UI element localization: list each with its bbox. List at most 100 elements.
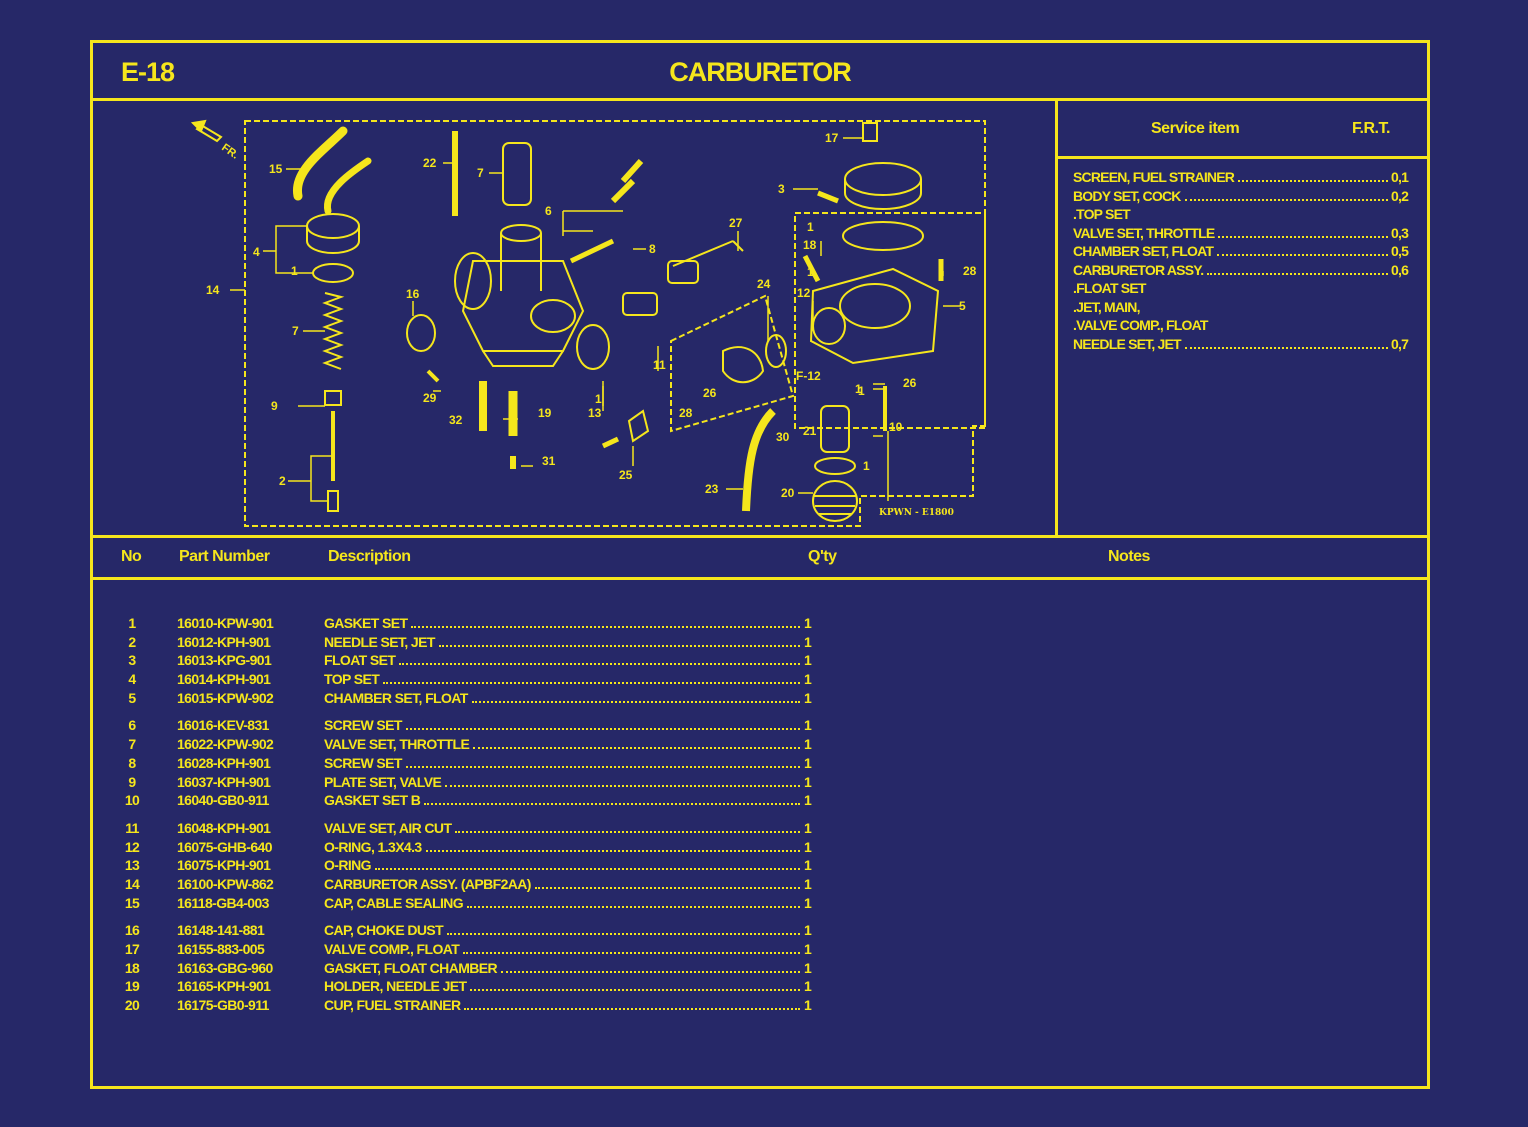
part-number: 16163-GBG-960 bbox=[177, 959, 273, 976]
col-description: Description bbox=[328, 548, 411, 565]
part-ref-no: 12 bbox=[124, 838, 140, 855]
service-row: BODY SET, COCK 0,2 bbox=[1073, 188, 1413, 207]
svg-text:KPWN - E1800: KPWN - E1800 bbox=[879, 508, 954, 518]
part-qty: 1 bbox=[804, 717, 812, 734]
leader-dots bbox=[411, 626, 800, 628]
svg-text:12: 12 bbox=[797, 286, 811, 300]
part-number: 16100-KPW-862 bbox=[177, 875, 274, 892]
part-description: GASKET, FLOAT CHAMBER bbox=[324, 959, 498, 976]
part-number: 16013-KPG-901 bbox=[177, 652, 272, 669]
part-description: PLATE SET, VALVE bbox=[324, 773, 442, 790]
part-description: CAP, CABLE SEALING bbox=[324, 894, 464, 911]
part-description: VALVE SET, AIR CUT bbox=[324, 819, 452, 836]
carburetor-body bbox=[454, 224, 585, 367]
screw-set bbox=[610, 158, 644, 204]
part-qty: 1 bbox=[804, 671, 812, 688]
valve-plate bbox=[324, 390, 342, 406]
service-row: CARBURETOR ASSY.0,6 bbox=[1073, 262, 1413, 281]
part-ref-no: 8 bbox=[128, 754, 136, 771]
svg-text:22: 22 bbox=[423, 156, 437, 170]
svg-text:1: 1 bbox=[291, 264, 298, 278]
part-ref-no: 16 bbox=[124, 922, 140, 939]
service-label: .FLOAT SET bbox=[1073, 280, 1146, 296]
part-ref-no: 11 bbox=[125, 819, 139, 836]
leader-dots bbox=[501, 970, 800, 973]
part-ref-no: 3 bbox=[128, 652, 136, 669]
part-qty: 1 bbox=[804, 875, 812, 892]
gasket-b bbox=[814, 457, 856, 475]
frt-value: 0,2 bbox=[1391, 187, 1409, 204]
part-qty: 1 bbox=[804, 615, 812, 631]
front-label: FR. bbox=[219, 142, 240, 162]
part-number: 16010-KPW-901 bbox=[177, 615, 274, 631]
cable-tube bbox=[324, 157, 372, 215]
cable-elbow bbox=[293, 126, 348, 201]
col-part-number: Part Number bbox=[179, 548, 270, 565]
leader-dots bbox=[383, 682, 800, 685]
service-item-panel: Service item F.R.T. SCREEN, FUEL STRAINE… bbox=[1058, 101, 1430, 538]
svg-text:21: 21 bbox=[803, 424, 817, 438]
part-number: 16075-GHB-640 bbox=[177, 838, 273, 855]
svg-text:1: 1 bbox=[855, 382, 862, 396]
part-description-cell: GASKET, FLOAT CHAMBER 1 bbox=[324, 960, 814, 976]
drain-tube bbox=[742, 408, 776, 512]
svg-text:6: 6 bbox=[545, 204, 552, 218]
leader-dots bbox=[463, 952, 800, 954]
part-description: CHAMBER SET, FLOAT bbox=[324, 689, 468, 706]
leader-dots bbox=[445, 784, 800, 787]
leader-dots bbox=[1207, 272, 1388, 275]
part-number: 16075-KPH-901 bbox=[177, 857, 271, 874]
part-number: 16040-GB0-911 bbox=[177, 792, 269, 809]
part-qty: 1 bbox=[804, 959, 812, 976]
svg-text:28: 28 bbox=[679, 406, 693, 420]
part-number: 16118-GB4-003 bbox=[177, 894, 269, 911]
leader-dots bbox=[534, 886, 800, 889]
throttle-valve bbox=[502, 142, 532, 206]
svg-text:7: 7 bbox=[477, 166, 484, 180]
part-ref-no: 1 bbox=[128, 615, 136, 631]
part-qty: 1 bbox=[804, 754, 812, 771]
part-qty: 1 bbox=[804, 736, 812, 753]
leader-lines bbox=[230, 137, 961, 502]
leader-dots bbox=[374, 868, 800, 871]
part-ref-no: 10 bbox=[124, 792, 140, 809]
exploded-diagram: FR. bbox=[93, 101, 1058, 538]
frt-value: 0,1 bbox=[1391, 169, 1409, 185]
float-needle bbox=[820, 405, 850, 453]
leader-dots bbox=[1217, 254, 1388, 256]
svg-text:2: 2 bbox=[279, 474, 286, 488]
air-cut-cover bbox=[722, 346, 765, 384]
part-description: CARBURETOR ASSY. (APBF2AA) bbox=[324, 875, 531, 892]
part-ref-no: 4 bbox=[128, 671, 136, 688]
page-code: E-18 bbox=[121, 57, 175, 87]
part-description: CAP, CHOKE DUST bbox=[324, 922, 444, 939]
svg-text:31: 31 bbox=[542, 454, 556, 468]
needle-clip bbox=[327, 490, 339, 512]
part-description: VALVE SET, THROTTLE bbox=[324, 736, 470, 753]
service-label: BODY SET, COCK bbox=[1073, 187, 1181, 204]
leader-dots bbox=[438, 644, 800, 647]
svg-text:5: 5 bbox=[959, 299, 966, 313]
part-description-cell: VALVE SET, THROTTLE 1 bbox=[324, 736, 814, 752]
